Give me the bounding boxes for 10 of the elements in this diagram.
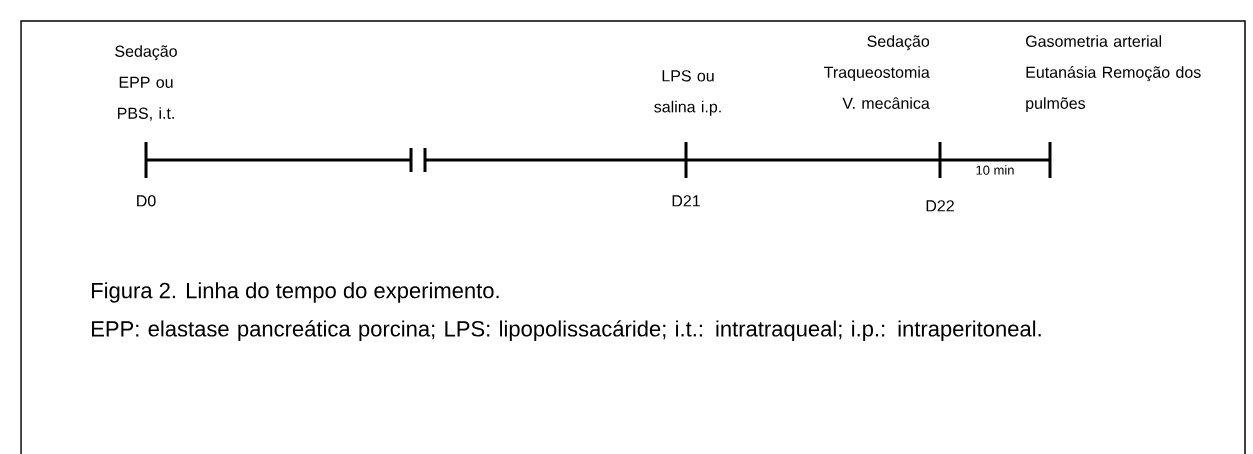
event-label: LPS ou salina i.p. <box>654 70 721 116</box>
day-label: D0 <box>137 195 156 207</box>
event-label: Sedação EPP ou PBS, i.t. <box>115 45 177 121</box>
caption: Figura 2. Linha do tempo do experimento. <box>92 282 499 303</box>
event-label: Gasometria arterial Eutanásia Remoção dos pulmões <box>1026 35 1201 113</box>
event-label: Sedação Traqueostomia V. mecânica <box>824 35 930 109</box>
footnote: EPP: elastase pancreática porcina; LPS: lipopolissacáride; i.t.: intratraqueal; i.p.: intraperitoneal. <box>92 320 1041 341</box>
duration-label: 10 min <box>976 165 1014 175</box>
day-label: D22 <box>926 200 954 212</box>
day-label: D21 <box>672 195 700 207</box>
